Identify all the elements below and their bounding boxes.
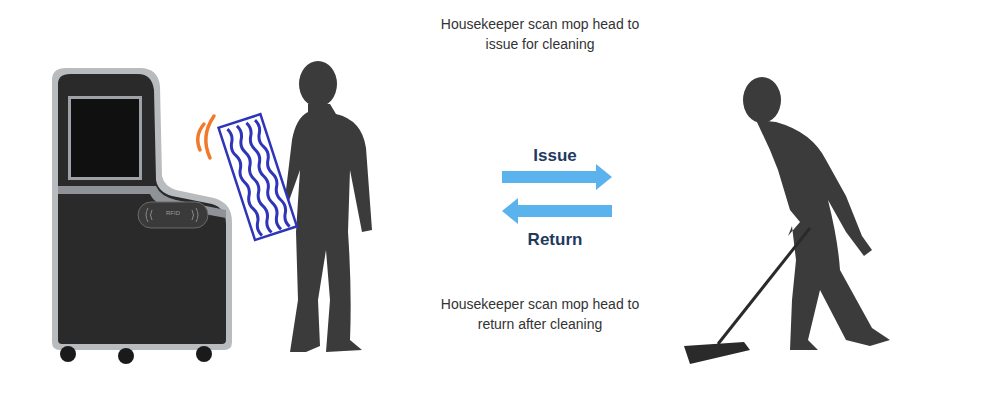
rfid-kiosk (52, 68, 232, 364)
rfid-signal (198, 116, 214, 158)
issue-arrow (502, 164, 612, 190)
issue-label: Issue (505, 144, 605, 169)
mop (684, 228, 810, 364)
return-label: Return (505, 228, 605, 253)
rfid-mark: RFID (155, 210, 191, 216)
mopping-housekeeper-silhouette (743, 77, 890, 350)
mop-head (219, 114, 297, 240)
issue-note: Housekeeper scan mop head to issue for c… (425, 14, 655, 55)
return-arrow (502, 198, 612, 224)
return-note: Housekeeper scan mop head to return afte… (425, 294, 655, 335)
